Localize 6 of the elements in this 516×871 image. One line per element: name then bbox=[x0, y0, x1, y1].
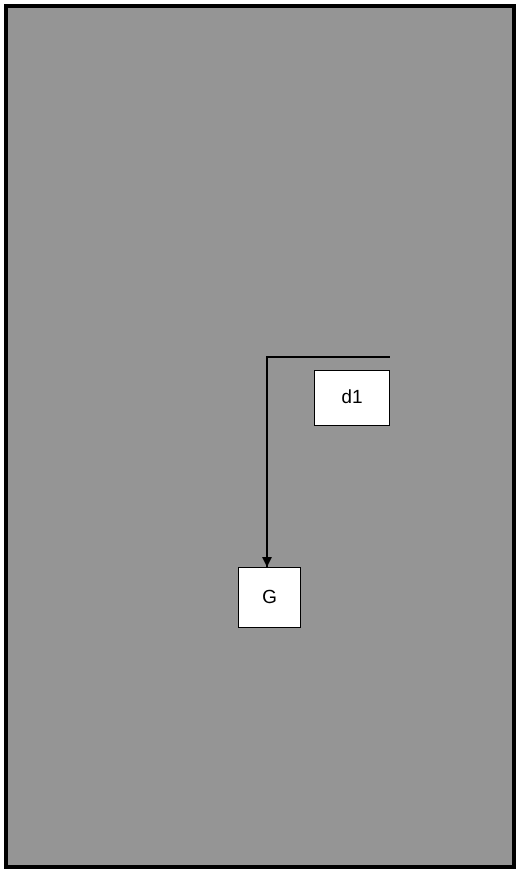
label-box bbox=[314, 370, 390, 426]
box-label: G bbox=[262, 586, 277, 608]
arrow bbox=[262, 356, 390, 567]
label-box bbox=[238, 567, 301, 628]
box-label: d1 bbox=[341, 387, 363, 409]
panel-background bbox=[4, 4, 516, 869]
